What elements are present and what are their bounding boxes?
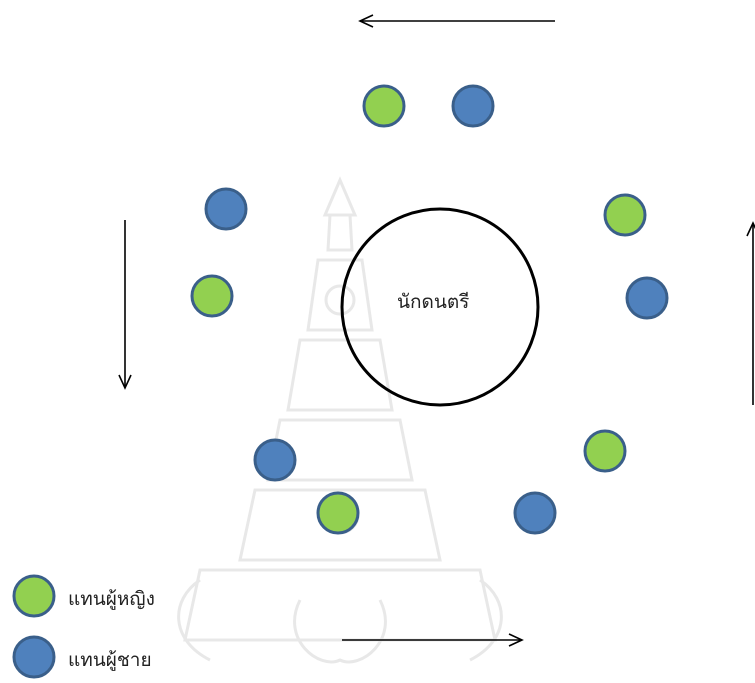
- legend-female-label: แทนผู้หญิง: [68, 588, 155, 610]
- dancer-male: [253, 438, 297, 482]
- dancers-group: [190, 84, 669, 535]
- dancer-female: [603, 193, 647, 237]
- dancer-male: [204, 187, 248, 231]
- dancer-male: [513, 491, 557, 535]
- legend-female-swatch: [12, 574, 56, 618]
- musicians-label: นักดนตรี: [397, 291, 470, 313]
- dancer-male: [625, 276, 669, 320]
- legend-male-label: แทนผู้ชาย: [68, 649, 152, 671]
- musicians-circle: [340, 207, 540, 407]
- dancer-female: [362, 84, 406, 128]
- dancer-female: [583, 429, 627, 473]
- dancer-female: [316, 491, 360, 535]
- dancer-male: [451, 84, 495, 128]
- dancer-female: [190, 274, 234, 318]
- legend-male-swatch: [12, 635, 56, 679]
